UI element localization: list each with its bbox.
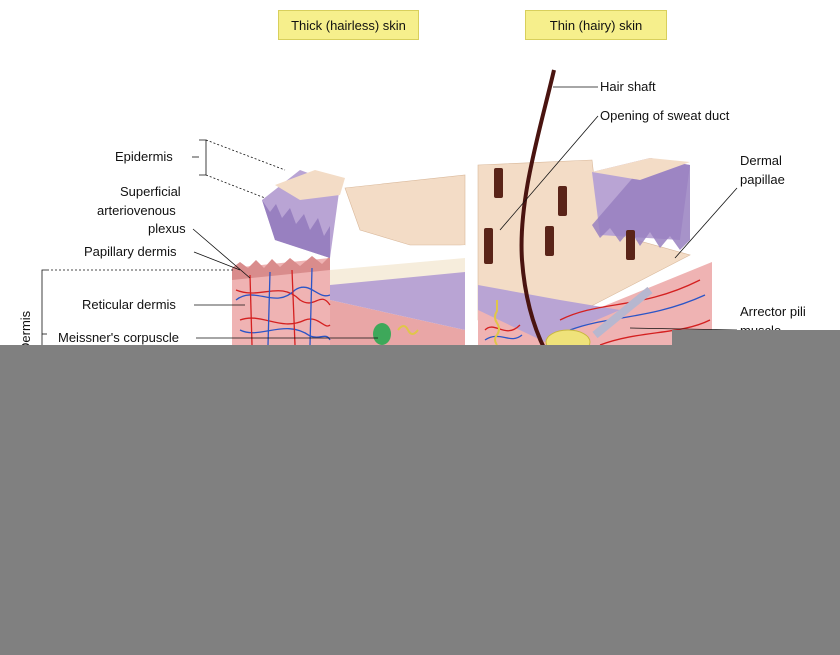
thick-epidermis-ridges [262,200,330,258]
label-opening-sweat-duct: Opening of sweat duct [600,108,730,123]
thick-skin-header: Thick (hairless) skin [278,10,419,40]
leader-lines [41,86,738,345]
thick-papillary-ridges [232,256,330,280]
label-superficial-plexus-3: plexus [148,221,186,236]
thin-skin-header: Thin (hairy) skin [525,10,667,40]
hair-stubs [484,168,635,264]
label-meissners-corpuscle: Meissner's corpuscle [58,330,179,345]
label-arrector-pili-1: Arrector pili [740,304,806,319]
label-hair-shaft: Hair shaft [600,79,656,94]
gray-overlay [0,345,840,655]
thick-stratum [330,255,465,285]
label-superficial-plexus-1: Superficial [120,184,181,199]
thick-blood-vessels [235,267,331,346]
label-dermal-papillae-1: Dermal [740,153,782,168]
label-reticular-dermis: Reticular dermis [82,297,176,312]
thick-white-gap [330,245,465,270]
label-superficial-plexus-2: arteriovenous [97,203,176,218]
thick-dermis-front-2 [330,300,465,350]
arrector-pili-band [592,286,653,339]
thick-surface-sheet [344,174,466,246]
label-epidermis: Epidermis [115,149,173,164]
thick-dermis-front [232,258,330,350]
thin-blood-vessels [484,279,711,346]
thin-epidermis-top [592,158,690,180]
thin-epidermis-band [478,285,620,342]
meissners-corpuscle-shape [373,323,391,345]
hair-shaft-line [519,69,556,351]
gray-overlay-notch [672,330,840,346]
thick-epidermis-flap-top [275,170,345,200]
thin-epidermis-ridges [592,158,690,250]
thick-skin-block [232,170,466,350]
label-dermal-papillae-2: papillae [740,172,785,187]
label-papillary-dermis: Papillary dermis [84,244,177,259]
